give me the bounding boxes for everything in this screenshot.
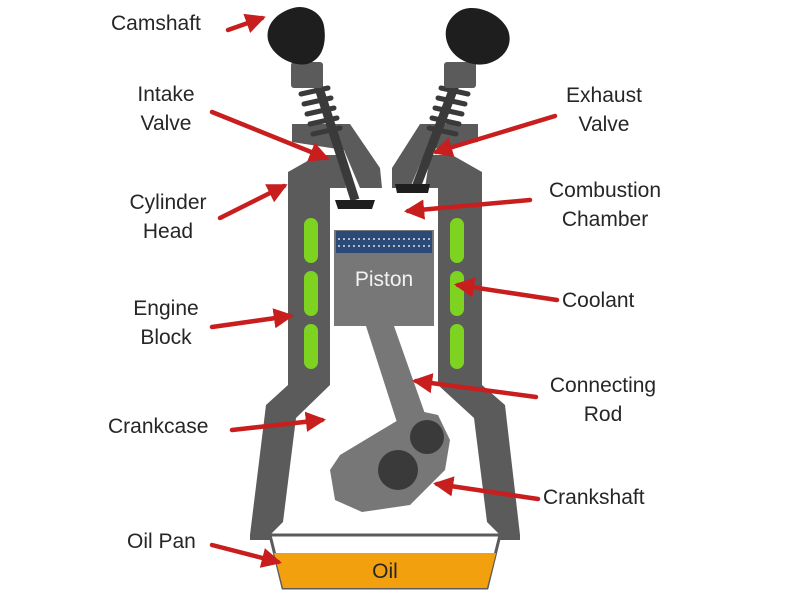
oil-fill [274, 553, 496, 588]
label-connecting-rod: Connecting Rod [536, 371, 670, 429]
label-connecting-rod-line2: Rod [583, 403, 623, 426]
cylinder-head-right [425, 155, 482, 188]
coolant-jacket [304, 271, 318, 316]
label-coolant-text: Coolant [562, 289, 635, 312]
arrow-intake-valve [209, 109, 330, 162]
camshaft-lobe-exhaust [445, 8, 510, 65]
coolant-jacket [450, 218, 464, 263]
arrow-coolant [453, 277, 560, 303]
crankshaft-journal [378, 450, 418, 490]
oil-label: Oil [372, 560, 398, 583]
exhaust-port [392, 124, 478, 188]
intake-valve-stem [313, 83, 360, 202]
label-crankshaft-text: Crankshaft [543, 486, 645, 509]
intake-port [292, 124, 382, 188]
arrow-camshaft [225, 13, 266, 33]
label-cylinder-head-line2: Head [142, 220, 194, 243]
label-oil-pan-text: Oil Pan [127, 530, 196, 553]
coolant-jacket [450, 271, 464, 316]
label-camshaft: Camshaft [111, 9, 201, 38]
label-cylinder-head: Cylinder Head [118, 188, 218, 246]
label-exhaust-valve: Exhaust Valve [554, 81, 654, 139]
label-crankshaft: Crankshaft [543, 483, 645, 512]
coolant-jacket [304, 324, 318, 369]
label-connecting-rod-line1: Connecting [549, 374, 657, 397]
cylinder-head-left [288, 155, 346, 188]
intake-valve-spring [298, 85, 343, 137]
label-engine-block-line1: Engine [133, 297, 199, 320]
label-camshaft-text: Camshaft [111, 12, 201, 35]
label-coolant: Coolant [562, 286, 634, 315]
label-intake-valve-line1: Intake [137, 83, 195, 106]
label-exhaust-valve-line1: Exhaust [566, 84, 642, 107]
exhaust-valve-spring [426, 85, 471, 137]
arrow-combustion-chamber [403, 197, 533, 220]
crankcase-floor-left [250, 535, 270, 540]
label-intake-valve: Intake Valve [124, 80, 208, 138]
crankcase-floor-right [500, 535, 520, 540]
arrow-cylinder-head [217, 183, 288, 221]
arrow-crankshaft [432, 476, 541, 502]
coolant-jacket [450, 324, 464, 369]
arrow-engine-block [209, 308, 295, 330]
label-crankcase: Crankcase [108, 412, 208, 441]
piston-label: Piston [354, 268, 414, 291]
arrow-exhaust-valve [432, 113, 558, 158]
label-engine-block-line2: Block [140, 326, 192, 349]
arrow-connecting-rod [411, 373, 539, 400]
label-combustion-chamber-line2: Chamber [561, 208, 649, 231]
label-oil-pan: Oil Pan [127, 527, 196, 556]
label-engine-block: Engine Block [122, 294, 210, 352]
crankshaft-journal [410, 420, 444, 454]
label-combustion-chamber-line1: Combustion [548, 179, 662, 202]
camshaft-lobe-intake [267, 6, 325, 65]
exhaust-valve-head [395, 184, 430, 193]
label-exhaust-valve-line2: Valve [578, 113, 630, 136]
piston-rings [336, 231, 432, 253]
arrow-oil-pan [209, 542, 282, 568]
intake-valve-head [335, 200, 375, 209]
arrow-crankcase [229, 411, 327, 433]
callout-arrows [209, 13, 560, 568]
label-intake-valve-line2: Valve [140, 112, 192, 135]
exhaust-tappet [444, 62, 476, 88]
label-crankcase-text: Crankcase [108, 415, 209, 438]
intake-tappet [291, 62, 323, 88]
connecting-rod [366, 326, 430, 438]
coolant-jacket [304, 218, 318, 263]
label-combustion-chamber: Combustion Chamber [535, 176, 675, 234]
label-cylinder-head-line1: Cylinder [129, 191, 207, 214]
